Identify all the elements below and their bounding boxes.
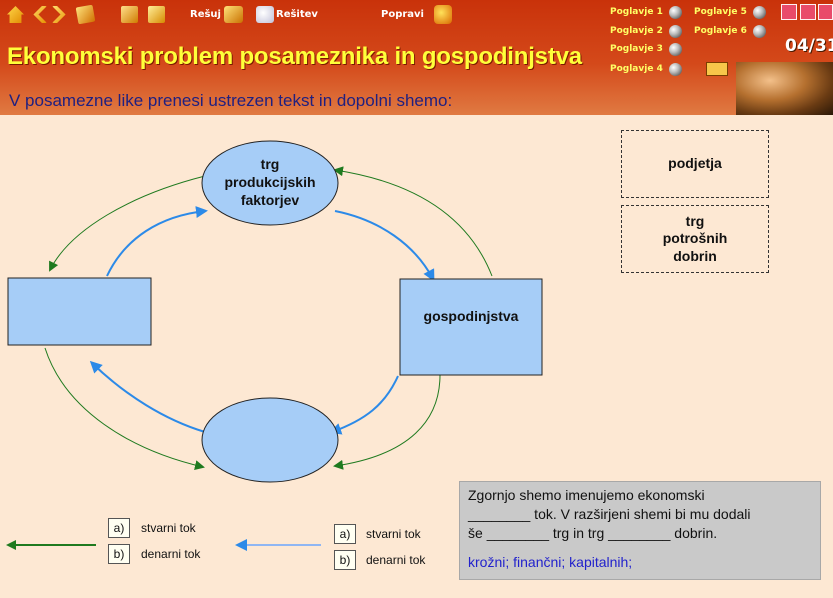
fill-in-text: Zgornjo shemo imenujemo ekonomski ______… — [468, 487, 751, 541]
top-ellipse-label: trg produkcijskih faktorjev — [224, 156, 316, 208]
chapter-4-bullet-icon[interactable] — [669, 63, 682, 76]
fix-icon[interactable] — [434, 5, 452, 24]
solution-button[interactable]: Rešitev — [276, 9, 318, 20]
chapter-4-link[interactable]: Poglavje 4 — [610, 64, 663, 74]
pencil-icon[interactable] — [148, 6, 165, 23]
check-icon[interactable] — [256, 6, 274, 23]
draggable-trg-potrosnih-dobrin[interactable]: trg potrošnih dobrin — [621, 205, 769, 273]
legend-left-key-a[interactable]: a) — [108, 518, 130, 538]
chapter-2-bullet-icon[interactable] — [669, 25, 682, 38]
chapter-6-bullet-icon[interactable] — [753, 25, 766, 38]
answer-options[interactable]: krožni; finančni; kapitalnih; — [468, 554, 633, 570]
money-flow-arrow-top-right — [334, 210, 435, 282]
back-icon[interactable] — [33, 6, 47, 23]
money-flow-arrow-bottom-right — [329, 375, 399, 435]
legend-right-text-b: denarni tok — [366, 553, 426, 567]
real-flow-arrow-bottom-left — [44, 347, 205, 471]
blank-2[interactable]: ________ — [486, 525, 549, 541]
real-flow-arrow-top-left — [49, 175, 206, 272]
page-counter: 04/31 — [785, 36, 833, 56]
chapter-3-bullet-icon[interactable] — [669, 43, 682, 56]
page-title: Ekonomski problem posameznika in gospodi… — [7, 43, 582, 70]
blank-3[interactable]: ________ — [608, 525, 671, 541]
real-flow-arrow-bottom-right — [333, 374, 441, 470]
money-flow-arrow-bottom-left — [89, 360, 206, 433]
coins-image — [736, 62, 833, 115]
chapter-5-bullet-icon[interactable] — [753, 6, 766, 19]
home-icon[interactable] — [7, 6, 24, 23]
legend-right-key-a[interactable]: a) — [334, 524, 356, 544]
forward-icon[interactable] — [52, 6, 66, 23]
legend-right-key-b[interactable]: b) — [334, 550, 356, 570]
blank-1[interactable]: ________ — [468, 506, 531, 522]
top-market-ellipse — [201, 140, 339, 226]
book-icon[interactable] — [224, 6, 243, 23]
chapter-6-link[interactable]: Poglavje 6 — [694, 26, 747, 36]
exit-icon[interactable] — [818, 4, 833, 20]
right-box-label[interactable]: gospodinjstva — [423, 308, 519, 324]
bottom-market-ellipse — [201, 397, 339, 483]
legend-right-text-a: stvarni tok — [366, 527, 421, 541]
right-box — [399, 278, 543, 376]
fill-in-panel: Zgornjo shemo imenujemo ekonomski ______… — [459, 481, 821, 580]
folder-icon[interactable] — [121, 6, 138, 23]
chapter-5-link[interactable]: Poglavje 5 — [694, 7, 747, 17]
chapter-2-link[interactable]: Poglavje 2 — [610, 26, 663, 36]
calculator-icon[interactable] — [706, 62, 728, 76]
instruction-text: V posamezne like prenesi ustrezen tekst … — [9, 91, 453, 110]
flow-diagram — [6, 140, 543, 551]
chapter-1-bullet-icon[interactable] — [669, 6, 682, 19]
chapter-3-link[interactable]: Poglavje 3 — [610, 44, 663, 54]
left-box — [7, 277, 152, 346]
real-flow-arrow-top-right — [333, 166, 493, 277]
money-flow-arrow-top-left — [106, 206, 208, 277]
solve-button[interactable]: Rešuj — [190, 9, 221, 20]
legend-left-key-b[interactable]: b) — [108, 544, 130, 564]
header-bar: Rešuj Rešitev Popravi Poglavje 1 Poglavj… — [0, 0, 833, 115]
fix-button[interactable]: Popravi — [381, 9, 424, 20]
tools-icon[interactable] — [75, 4, 96, 25]
chapter-1-link[interactable]: Poglavje 1 — [610, 7, 663, 17]
legend-left-text-b: denarni tok — [141, 547, 201, 561]
draggable-podjetja[interactable]: podjetja — [621, 130, 769, 198]
legend-left-text-a: stvarni tok — [141, 521, 196, 535]
print-icon[interactable] — [800, 4, 816, 20]
help-icon[interactable] — [781, 4, 797, 20]
